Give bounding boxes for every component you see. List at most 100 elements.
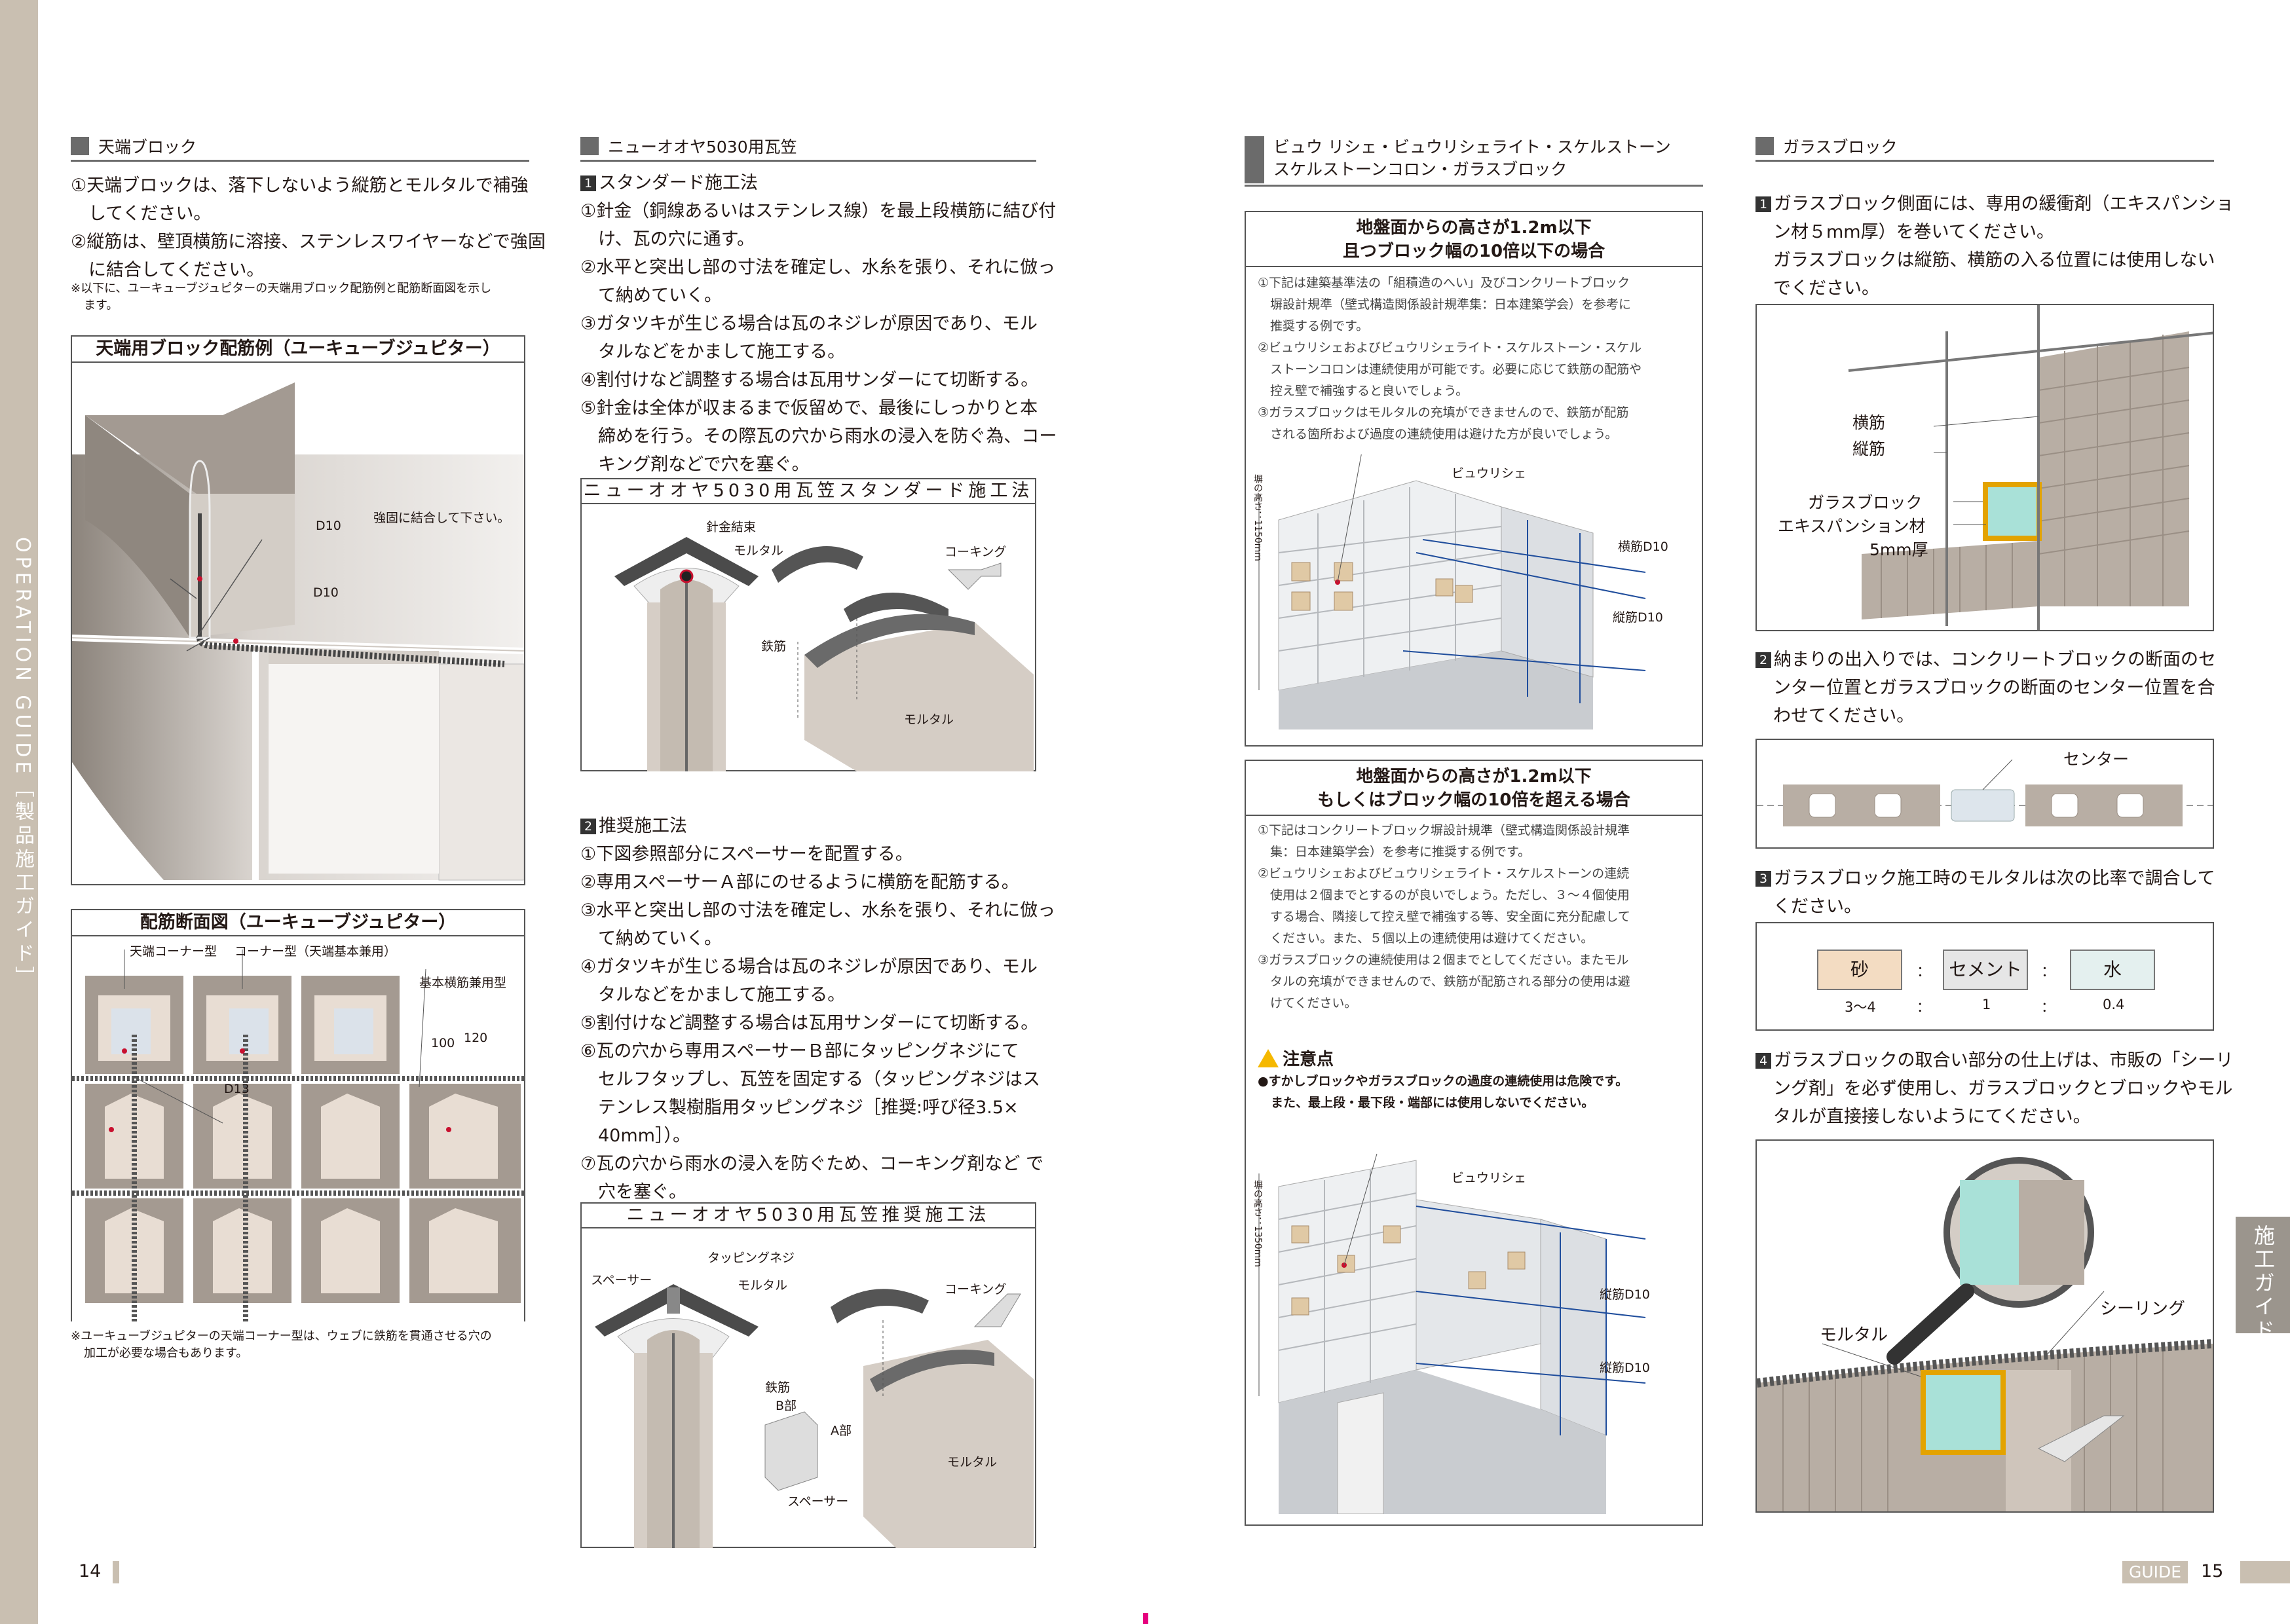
paragraph-line: タルが直接接しないようにてください。 <box>1773 1107 2091 1127</box>
figure-recommended-method: ニューオオヤ5030用瓦笠推奨施工法 タッピングネジ スペーサー モルタル コー… <box>580 1202 1036 1548</box>
left-side-tab-label: OPERATION GUIDE［製品施工ガイド］ <box>11 537 34 990</box>
page-number-left: 14 <box>79 1561 102 1581</box>
case-box-under-limit: 地盤面からの高さが1.2m以下 且つブロック幅の10倍以下の場合 ①下記は建築基… <box>1245 211 1703 747</box>
paragraph-line: て納めていく。 <box>598 929 722 949</box>
figure-glass-block-wall: 横筋 縦筋 ガラスブロック エキスパンション材 5mm厚 <box>1755 304 2214 631</box>
figure-standard-method: ニューオオヤ5030用瓦笠スタンダード施工法 針金結束 モルタル 鉄筋 コーキン… <box>580 478 1036 771</box>
text-line: ③ガラスブロックの連続使用は２個までとしてください。またモル <box>1258 953 1629 967</box>
left-side-tab <box>0 0 38 1624</box>
paragraph-line: ①天端ブロックは、落下しないよう縦筋とモルタルで補強 <box>71 175 529 196</box>
paragraph-line: ⑥瓦の穴から専用スペーサーＢ部にタッピングネジにて <box>580 1041 1019 1061</box>
paragraph-line: タルなどをかまして施工する。 <box>598 342 846 362</box>
glass-block-wall-illustration <box>1848 305 2213 630</box>
text-line: 推奨する例です。 <box>1270 319 1369 333</box>
section-title-text: ガラスブロック <box>1783 138 1898 157</box>
label-d10-a: D10 <box>316 519 341 533</box>
figure-sealing: シーリング モルタル <box>1755 1139 2214 1513</box>
note-line: ※ユーキューブジュピターの天端コーナー型は、ウェブに鉄筋を貫通させる穴の <box>71 1329 492 1343</box>
label-120: 120 <box>464 1031 488 1045</box>
case-box-over-limit: 地盤面からの高さが1.2m以下 もしくはブロック幅の10倍を超える場合 ①下記は… <box>1245 760 1703 1526</box>
page-marker-right <box>2240 1561 2290 1583</box>
caution-heading: 注意点 <box>1258 1046 1628 1071</box>
paragraph-line: ング剤」を必ず使用し、ガラスブロックとブロックやモル <box>1773 1079 2233 1099</box>
tenba-note: ※以下に、ユーキューブジュピターの天端用ブロック配筋例と配筋断面図を示し ます。 <box>71 280 491 314</box>
paragraph-line: ②縦筋は、壁頂横筋に溶接、ステンレスワイヤーなどで強固 <box>71 232 546 252</box>
step-number: 4 <box>1755 1053 1771 1069</box>
case-heading-line: もしくはブロック幅の10倍を超える場合 <box>1317 790 1630 810</box>
text-line: ストーンコロンは連続使用が可能です。必要に応じて鉄筋の配筋や <box>1270 362 1642 377</box>
label-horizontal-rebar: 横筋 <box>1852 413 1886 432</box>
recommended-method-illustration <box>595 1284 1034 1548</box>
paragraph-line: ンター位置とガラスブロックの断面のセンター位置を合 <box>1773 678 2215 698</box>
label-b-part: B部 <box>776 1399 797 1413</box>
text-line: ②ビュウリシェおよびビュウリシェライト・スケルストーン・スケル <box>1258 341 1642 355</box>
text-line: ①下記はコンクリートブロック塀設計規準（壁式構造関係設計規準 <box>1258 823 1630 838</box>
section-marker <box>580 137 599 155</box>
case-heading: 地盤面からの高さが1.2m以下 且つブロック幅の10倍以下の場合 <box>1246 216 1702 267</box>
right-side-tab-label: 施工ガイド <box>2251 1225 2276 1342</box>
label-glass-block: ガラスブロック <box>1808 493 1923 512</box>
center-alignment-illustration <box>1757 759 2213 826</box>
section-title-view: ビュウ リシェ・ビュウリシェライト・スケルストーン スケルストーンコロン・ガラス… <box>1245 136 1703 187</box>
label-spacer: スペーサー <box>591 1273 652 1287</box>
caution-heading-text: 注意点 <box>1283 1050 1334 1069</box>
case-text: ①下記はコンクリートブロック塀設計規準（壁式構造関係設計規準 集：日本建築学会）… <box>1258 820 1630 1014</box>
label-vertical-d10: 縦筋D10 <box>1600 1287 1650 1302</box>
ratio-water: 水 <box>2070 950 2155 990</box>
section-title-text: 天端ブロック <box>98 138 197 157</box>
step-number: 2 <box>1755 652 1771 668</box>
label-d10-b: D10 <box>313 585 339 600</box>
figure-mortar-ratio: 砂 ： セメント ： 水 3～4 ： 1 ： 0.4 <box>1755 922 2214 1031</box>
section-title-glass: ガラスブロック <box>1755 136 2214 162</box>
label-mortar-2: モルタル <box>947 1455 998 1469</box>
label-tenba-corner: 天端コーナー型 <box>130 944 217 959</box>
label-caulking: コーキング <box>945 545 1007 559</box>
step-number: 2 <box>580 819 596 834</box>
paragraph-line: ください。 <box>1773 896 1862 917</box>
section-title-text: ニューオオヤ5030用瓦笠 <box>608 138 797 157</box>
case-heading-line: 地盤面からの高さが1.2m以下 <box>1356 767 1592 786</box>
wall-illustration-1350 <box>1258 1153 1646 1514</box>
paragraph-line: してください。 <box>88 204 212 224</box>
label-vertical-d10: 縦筋D10 <box>1613 610 1663 625</box>
case-text: ①下記は建築基準法の「組積造のへい」及びコンクリートブロック 塀設計規準（壁式構… <box>1258 272 1642 445</box>
figure-title: ニューオオヤ5030用瓦笠スタンダード施工法 <box>582 479 1035 504</box>
text-line: される箇所および過度の連続使用は避けた方が良いでしょう。 <box>1270 427 1618 441</box>
paragraph-line: セルフタップし、瓦笠を固定する（タッピングネジはス <box>598 1069 1040 1090</box>
caution-line: また、最上段・最下段・端部には使用しないでください。 <box>1271 1096 1594 1110</box>
paragraph-line: テンレス製樹脂用タッピングネジ［推奨:呼び径3.5× <box>598 1098 1019 1118</box>
label-sealing: シーリング <box>2100 1299 2186 1319</box>
step-text: 納まりの出入りでは、コンクリートブロックの断面のセ <box>1774 650 2216 670</box>
text-line: タルの充填ができませんので、鉄筋が配筋される部分の使用は避 <box>1270 974 1630 989</box>
ratio-colon-2: ： <box>2041 964 2056 980</box>
paragraph-line: ④割付けなど調整する場合は瓦用サンダーにて切断する。 <box>580 370 1039 390</box>
section-marker <box>1755 137 1774 155</box>
standard-method-illustration <box>614 537 1034 771</box>
paragraph-line: ①下図参照部分にスペーサーを配置する。 <box>580 844 913 864</box>
label-view-riche: ビュウリシェ <box>1452 1171 1527 1185</box>
sealing-illustration <box>1757 1157 2213 1511</box>
paragraph-line: 穴を塞ぐ。 <box>598 1182 686 1202</box>
text-line: 使用は２個までとするのが良いでしょう。ただし、３～４個使用 <box>1270 888 1630 902</box>
right-side-tab <box>2236 1217 2290 1333</box>
label-expansion: エキスパンション材 <box>1778 517 1926 536</box>
center-mark <box>1143 1613 1148 1624</box>
label-caulking: コーキング <box>945 1282 1007 1297</box>
paragraph-line: ④ガタツキが生じる場合は瓦のネジレが原因であり、モル <box>580 957 1038 977</box>
label-rebar: 鉄筋 <box>765 1380 791 1395</box>
section-marker <box>1245 136 1264 183</box>
paragraph-line: ガラスブロックは縦筋、横筋の入る位置には使用しない <box>1773 250 2215 270</box>
label-wire-tie: 針金結束 <box>706 520 757 534</box>
wall-illustration-1150 <box>1258 454 1646 729</box>
label-spacer-2: スペーサー <box>787 1494 849 1509</box>
tenba-illustration <box>72 382 524 881</box>
paragraph-line: キング剤などで穴を塞ぐ。 <box>598 454 810 475</box>
label-rebar: 鉄筋 <box>761 639 787 654</box>
